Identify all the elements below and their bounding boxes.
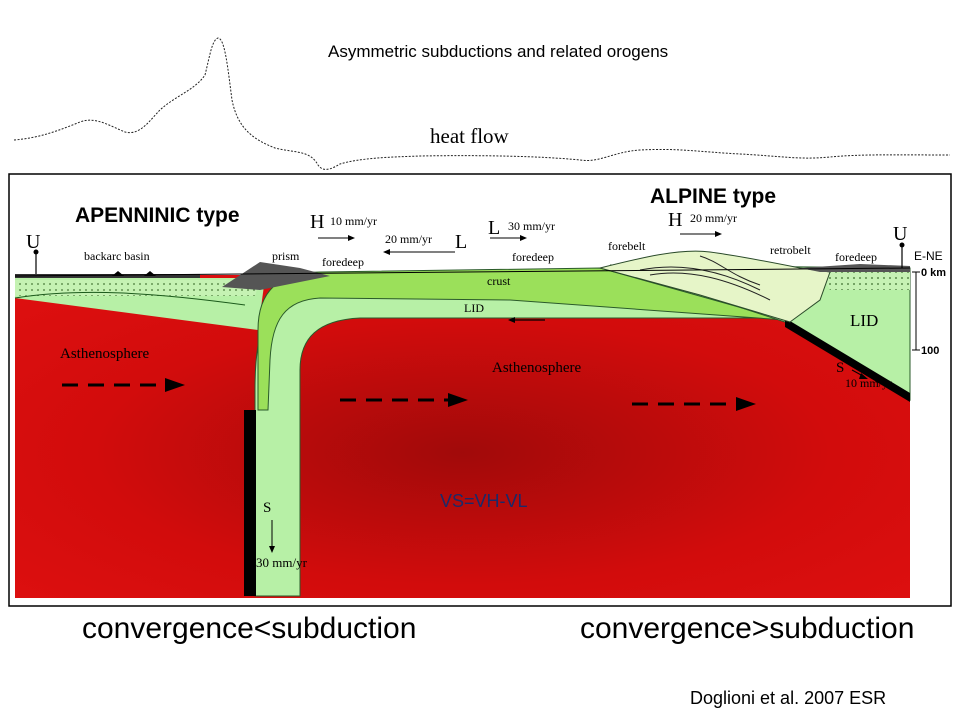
h-right-label: H [668,209,682,231]
h-left-rate: 10 mm/yr [330,214,377,228]
depth-bottom-label: 100 [921,345,939,357]
s-right-label: S [836,360,844,376]
l-left-label: L [455,231,467,253]
l-mid-rate: 30 mm/yr [508,219,555,233]
vs-equation-label: VS=VH-VL [440,491,528,511]
depth-top-label: 0 km [921,267,946,279]
h-right-rate: 20 mm/yr [690,211,737,225]
foredeep-right-label: foredeep [835,250,877,264]
crust-label: crust [487,274,511,288]
left-lithosphere-dotted [15,280,260,296]
forebelt-label: forebelt [608,239,646,253]
s-left-label: S [263,500,271,516]
foredeep-mid-label: foredeep [512,250,554,264]
asthenosphere-region [15,275,910,598]
u-left-label: U [26,231,41,253]
slab-edge-left [244,410,256,596]
direction-label: E-NE [914,249,943,263]
lid-right-label: LID [850,311,878,330]
s-right-rate: 10 mm/yr [845,376,892,390]
heat-flow-label: heat flow [430,124,509,148]
retrobelt-label: retrobelt [770,243,811,257]
h-left-label: H [310,211,324,233]
citation-credit: Doglioni et al. 2007 ESR [690,688,887,708]
apenninic-type-label: APENNINIC type [75,204,240,227]
prism-label: prism [272,249,300,263]
asthenosphere-left-label: Asthenosphere [60,346,149,362]
prism [222,262,330,290]
lid-mid-label: LID [464,301,484,315]
convergence-right-caption: convergence>subduction [580,612,915,645]
l-mid-label: L [488,217,500,239]
s-left-rate: 30 mm/yr [256,555,308,570]
asthenosphere-mid-label: Asthenosphere [492,360,581,376]
convergence-left-caption: convergence<subduction [82,612,417,645]
u-right-label: U [893,223,908,245]
heat-flow-curve [13,37,951,170]
l-left-rate: 20 mm/yr [385,232,432,246]
backarc-basin-label: backarc basin [84,249,150,263]
figure-title: Asymmetric subductions and related oroge… [328,42,669,61]
alpine-type-label: ALPINE type [650,185,776,208]
foredeep-left-label: foredeep [322,255,364,269]
slab-edge-right [785,318,910,402]
right-plate-dotted [820,272,910,290]
